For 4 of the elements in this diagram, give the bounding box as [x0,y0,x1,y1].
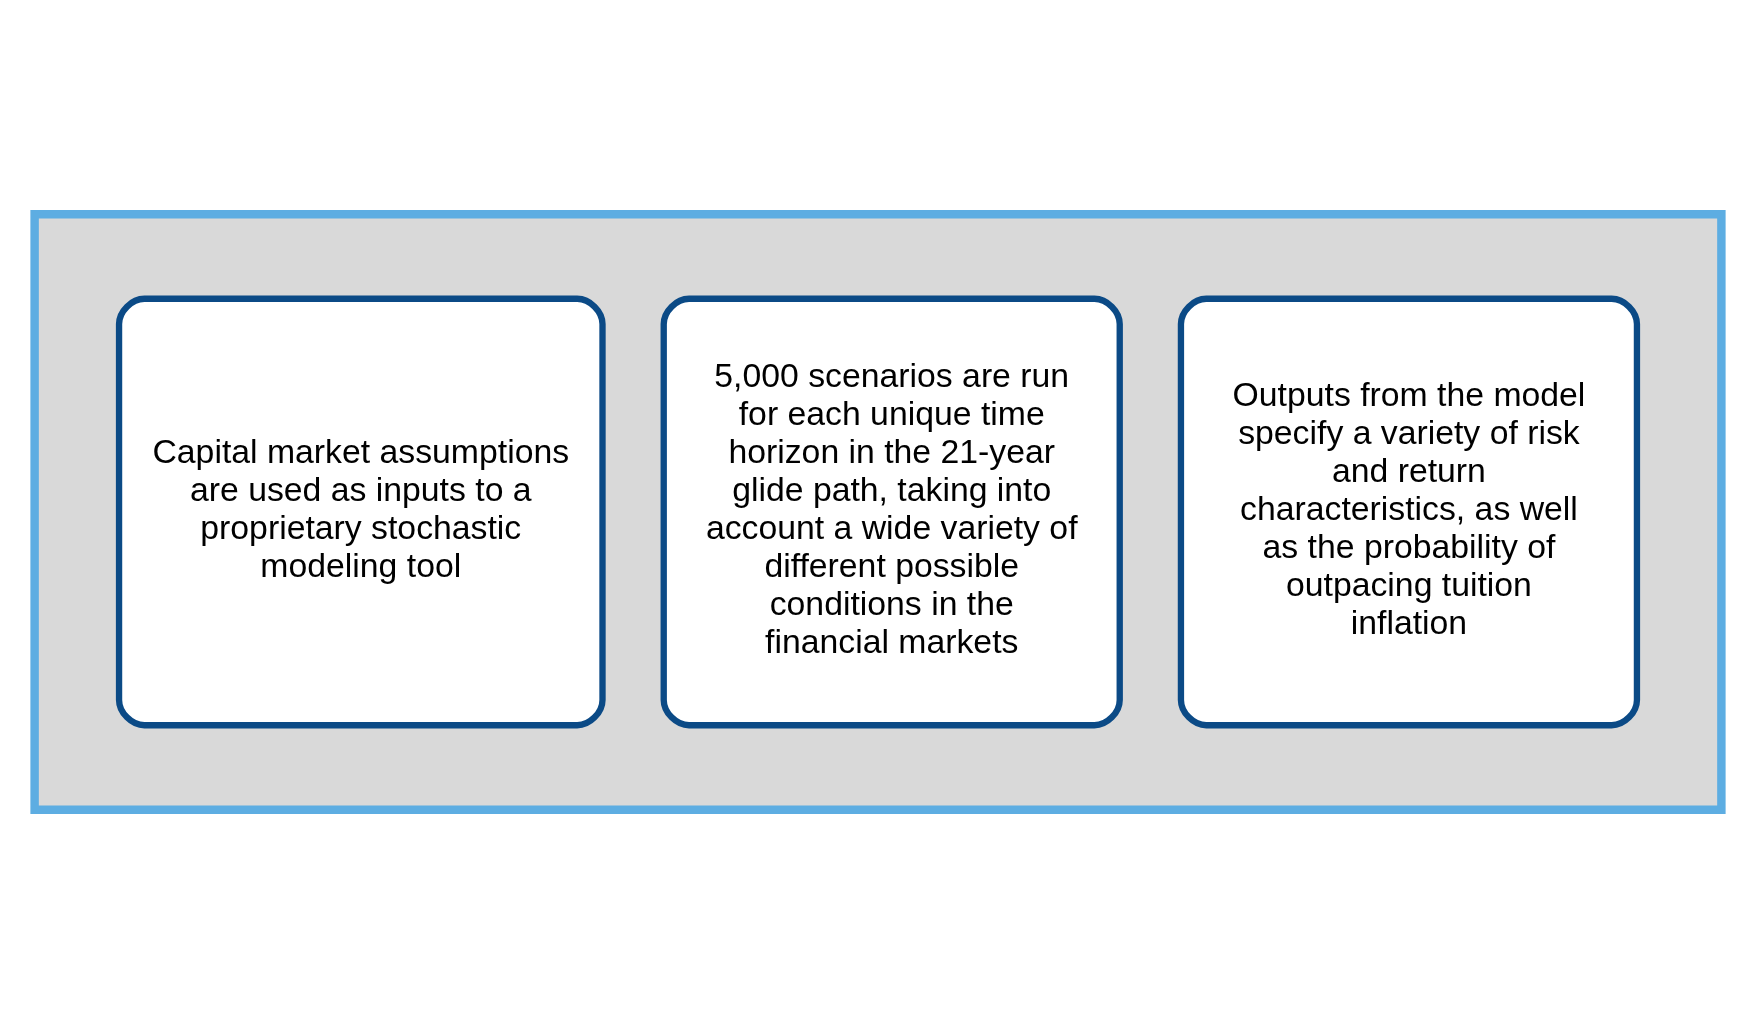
node-box: 5,000 scenarios are run for each unique time horizon in the 21-year glide path, taking into account a wide variety of different possible conditions in the financial markets [660,295,1123,729]
node-box: Capital market assumptions are used as inputs to a proprietary stochastic modeling tool [115,295,606,729]
cluster [29,210,1726,814]
node-box: Outputs from the model specify a variety of risk and return characteristics, as well as the probability of outpacing tuition inflation [1177,295,1640,729]
